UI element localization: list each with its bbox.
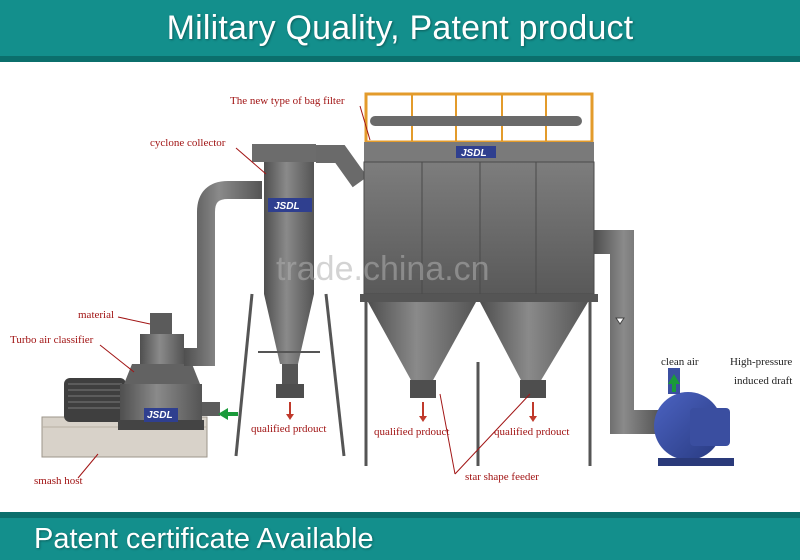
label-material: material <box>78 309 114 321</box>
header-banner: Military Quality, Patent product <box>0 0 800 62</box>
brand-logo: JSDL <box>461 148 487 159</box>
bag-filter: JSDL <box>360 92 598 466</box>
page-title: Military Quality, Patent product <box>166 9 634 47</box>
label-smash-host: smash host <box>34 475 83 487</box>
label-qualified-2: qualified prdouct <box>374 426 449 438</box>
brand-logo: JSDL <box>274 201 300 212</box>
pipe-filter-to-fan <box>594 230 660 434</box>
label-bag-filter: The new type of bag filter <box>230 95 345 107</box>
watermark: trade.china.cn <box>276 250 490 288</box>
label-turbo: Turbo air classifier <box>10 334 94 346</box>
product-arrows <box>286 402 537 422</box>
label-qualified-1: qualified prdouct <box>251 423 326 435</box>
induced-draft-fan <box>654 368 734 466</box>
label-clean-air: clean air <box>661 356 699 368</box>
flow-arrows <box>218 317 680 420</box>
turbo-air-classifier: JSDL <box>118 313 220 430</box>
leader-lines <box>77 105 531 479</box>
cyclone-collector: JSDL <box>234 144 346 457</box>
label-star-feeder: star shape feeder <box>465 471 539 483</box>
footer-banner: Patent certificate Available <box>0 512 800 560</box>
label-induced-draft: induced draft <box>734 375 792 387</box>
pipe-classifier-to-cyclone <box>184 181 262 366</box>
process-diagram: JSDL JSDL <box>10 92 792 487</box>
label-high-pressure: High-pressure <box>730 356 792 368</box>
label-cyclone: cyclone collector <box>150 137 226 149</box>
pipe-cyclone-to-filter <box>316 145 368 188</box>
label-qualified-3: qualified prdouct <box>494 426 569 438</box>
page-subtitle: Patent certificate Available <box>34 523 374 555</box>
brand-logo: JSDL <box>147 410 173 421</box>
